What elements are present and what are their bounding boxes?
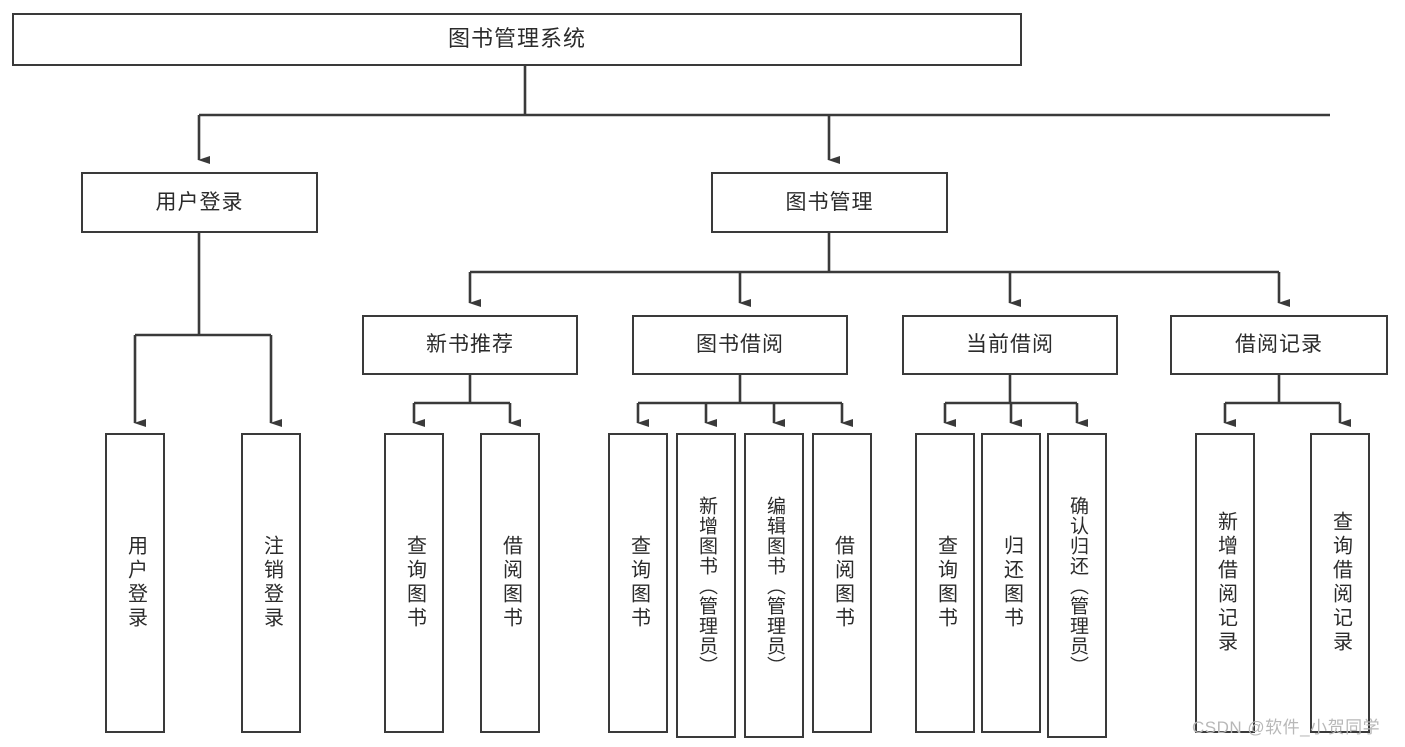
leaf-borrow-edit-book-admin[interactable]: 编辑图书（管理员） [744, 433, 804, 738]
leaf-record-add-borrow-record[interactable]: 新增借阅记录 [1195, 433, 1255, 733]
leaf-label: 编辑图书（管理员） [763, 495, 785, 676]
node-user-login[interactable]: 用户登录 [81, 172, 318, 233]
leaf-label: 查询图书 [403, 535, 426, 631]
node-book-management[interactable]: 图书管理 [711, 172, 948, 233]
node-book-borrow[interactable]: 图书借阅 [632, 315, 848, 375]
leaf-record-query-borrow-record[interactable]: 查询借阅记录 [1310, 433, 1370, 733]
leaf-borrow-add-book-admin[interactable]: 新增图书（管理员） [676, 433, 736, 738]
leaf-label: 查询借阅记录 [1329, 511, 1352, 655]
leaf-label: 借阅图书 [831, 535, 854, 631]
leaf-label: 新增借阅记录 [1214, 511, 1237, 655]
leaf-label: 确认归还（管理员） [1066, 495, 1088, 676]
node-borrow-record[interactable]: 借阅记录 [1170, 315, 1388, 375]
leaf-current-confirm-return-admin[interactable]: 确认归还（管理员） [1047, 433, 1107, 738]
leaf-label: 注销登录 [260, 535, 283, 631]
leaf-label: 用户登录 [124, 535, 147, 631]
node-current-borrow[interactable]: 当前借阅 [902, 315, 1118, 375]
leaf-label: 查询图书 [627, 535, 650, 631]
leaf-borrow-query-book[interactable]: 查询图书 [608, 433, 668, 733]
leaf-current-return-book[interactable]: 归还图书 [981, 433, 1041, 733]
leaf-label: 归还图书 [1000, 535, 1023, 631]
leaf-label: 借阅图书 [499, 535, 522, 631]
leaf-user-login[interactable]: 用户登录 [105, 433, 165, 733]
node-root[interactable]: 图书管理系统 [12, 13, 1022, 66]
leaf-label: 查询图书 [934, 535, 957, 631]
leaf-current-query-book[interactable]: 查询图书 [915, 433, 975, 733]
leaf-recommend-borrow-book[interactable]: 借阅图书 [480, 433, 540, 733]
leaf-user-logout[interactable]: 注销登录 [241, 433, 301, 733]
node-new-book-recommend[interactable]: 新书推荐 [362, 315, 578, 375]
watermark: CSDN @软件_小贺同学 [1192, 718, 1381, 737]
leaf-recommend-query-book[interactable]: 查询图书 [384, 433, 444, 733]
leaf-label: 新增图书（管理员） [695, 495, 717, 676]
leaf-borrow-borrow-book[interactable]: 借阅图书 [812, 433, 872, 733]
